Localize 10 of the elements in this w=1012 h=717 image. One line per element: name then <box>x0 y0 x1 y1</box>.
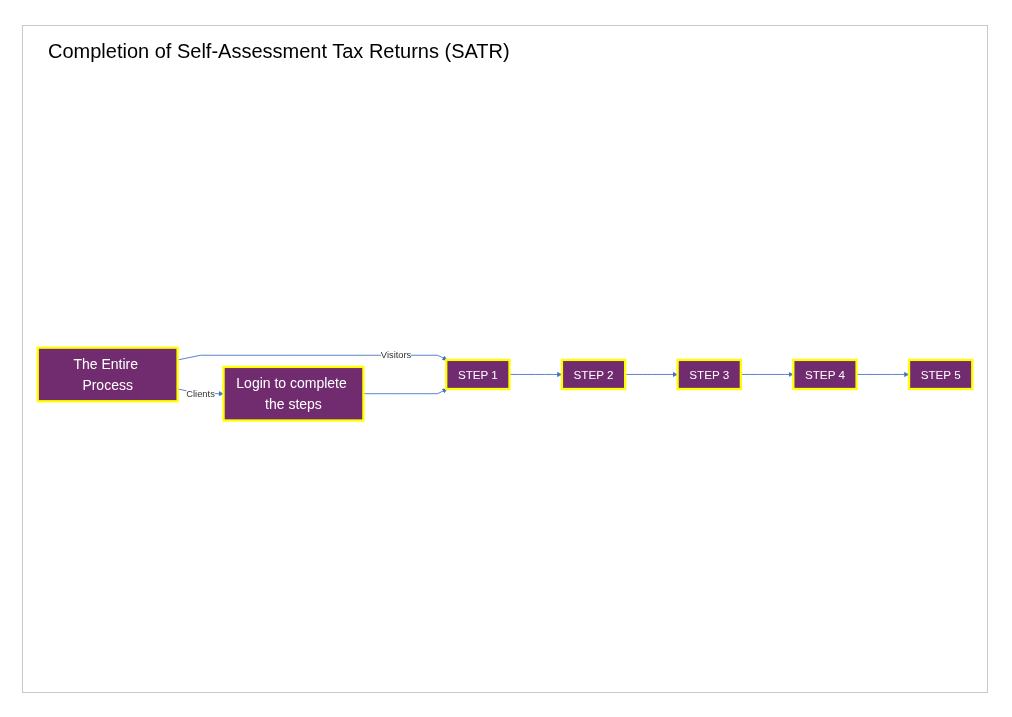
node-box: STEP 2 <box>560 358 627 391</box>
node-box: Login to complete the steps <box>222 365 365 422</box>
node-box: STEP 3 <box>676 358 743 391</box>
node-box: STEP 5 <box>907 358 974 391</box>
diagram-title: Completion of Self-Assessment Tax Returns (SATR) <box>48 40 510 63</box>
node-box: STEP 1 <box>445 358 511 391</box>
edge-label: Clients <box>186 388 215 399</box>
edge-label: Visitors <box>380 349 412 360</box>
node-box: The Entire Process <box>36 346 179 403</box>
node-box: STEP 4 <box>792 358 858 391</box>
